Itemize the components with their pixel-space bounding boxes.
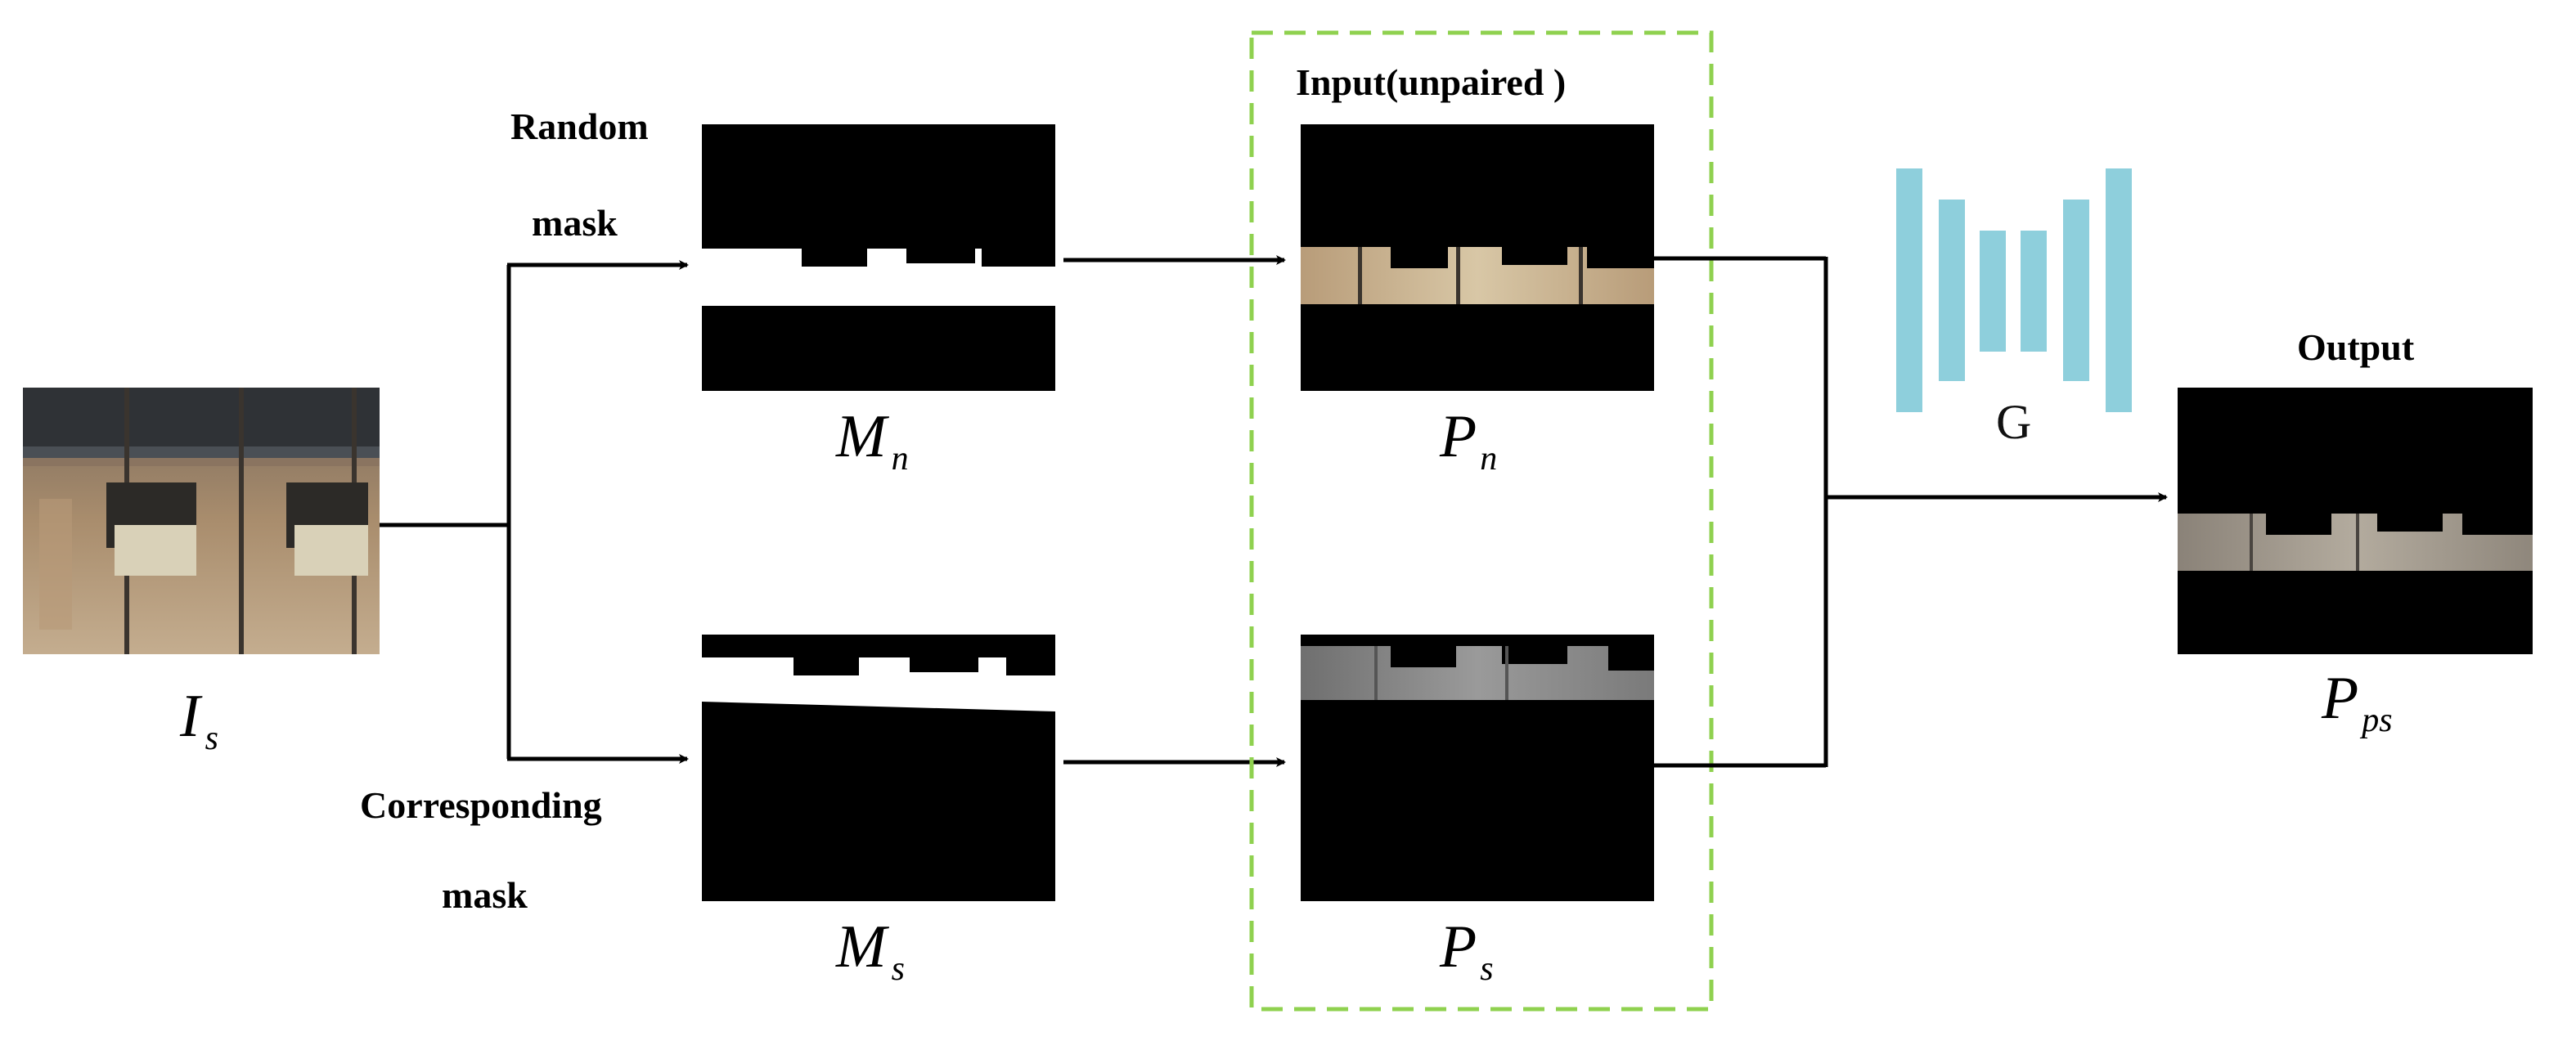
corresponding-mask-label-line1: Corresponding	[360, 784, 602, 826]
output-patch-symbol: Pps	[2321, 665, 2393, 739]
random-mask-label-line2: mask	[532, 202, 618, 244]
corresponding-mask-image	[702, 635, 1055, 901]
encoder-decoder-bars-icon	[1896, 168, 2132, 412]
mask-to-patch-arrows	[1063, 255, 1286, 767]
output-title: Output	[2297, 326, 2415, 368]
input-dashed-box	[1249, 30, 1714, 1012]
generator-label: G	[1996, 395, 2031, 449]
merge-connector	[1654, 256, 2168, 768]
random-mask-image	[702, 124, 1055, 391]
input-title: Input(unpaired )	[1296, 61, 1566, 103]
random-mask-label-line1: Random	[510, 105, 649, 147]
random-patch-symbol: Pn	[1439, 403, 1497, 478]
branch-connector	[380, 260, 689, 764]
corresponding-patch-symbol: Ps	[1439, 913, 1494, 988]
corresponding-patch-image	[1301, 635, 1654, 901]
output-patch-image	[2178, 388, 2533, 654]
source-image	[23, 388, 380, 654]
random-patch-image	[1301, 124, 1654, 391]
corresponding-mask-label-line2: mask	[442, 874, 528, 916]
